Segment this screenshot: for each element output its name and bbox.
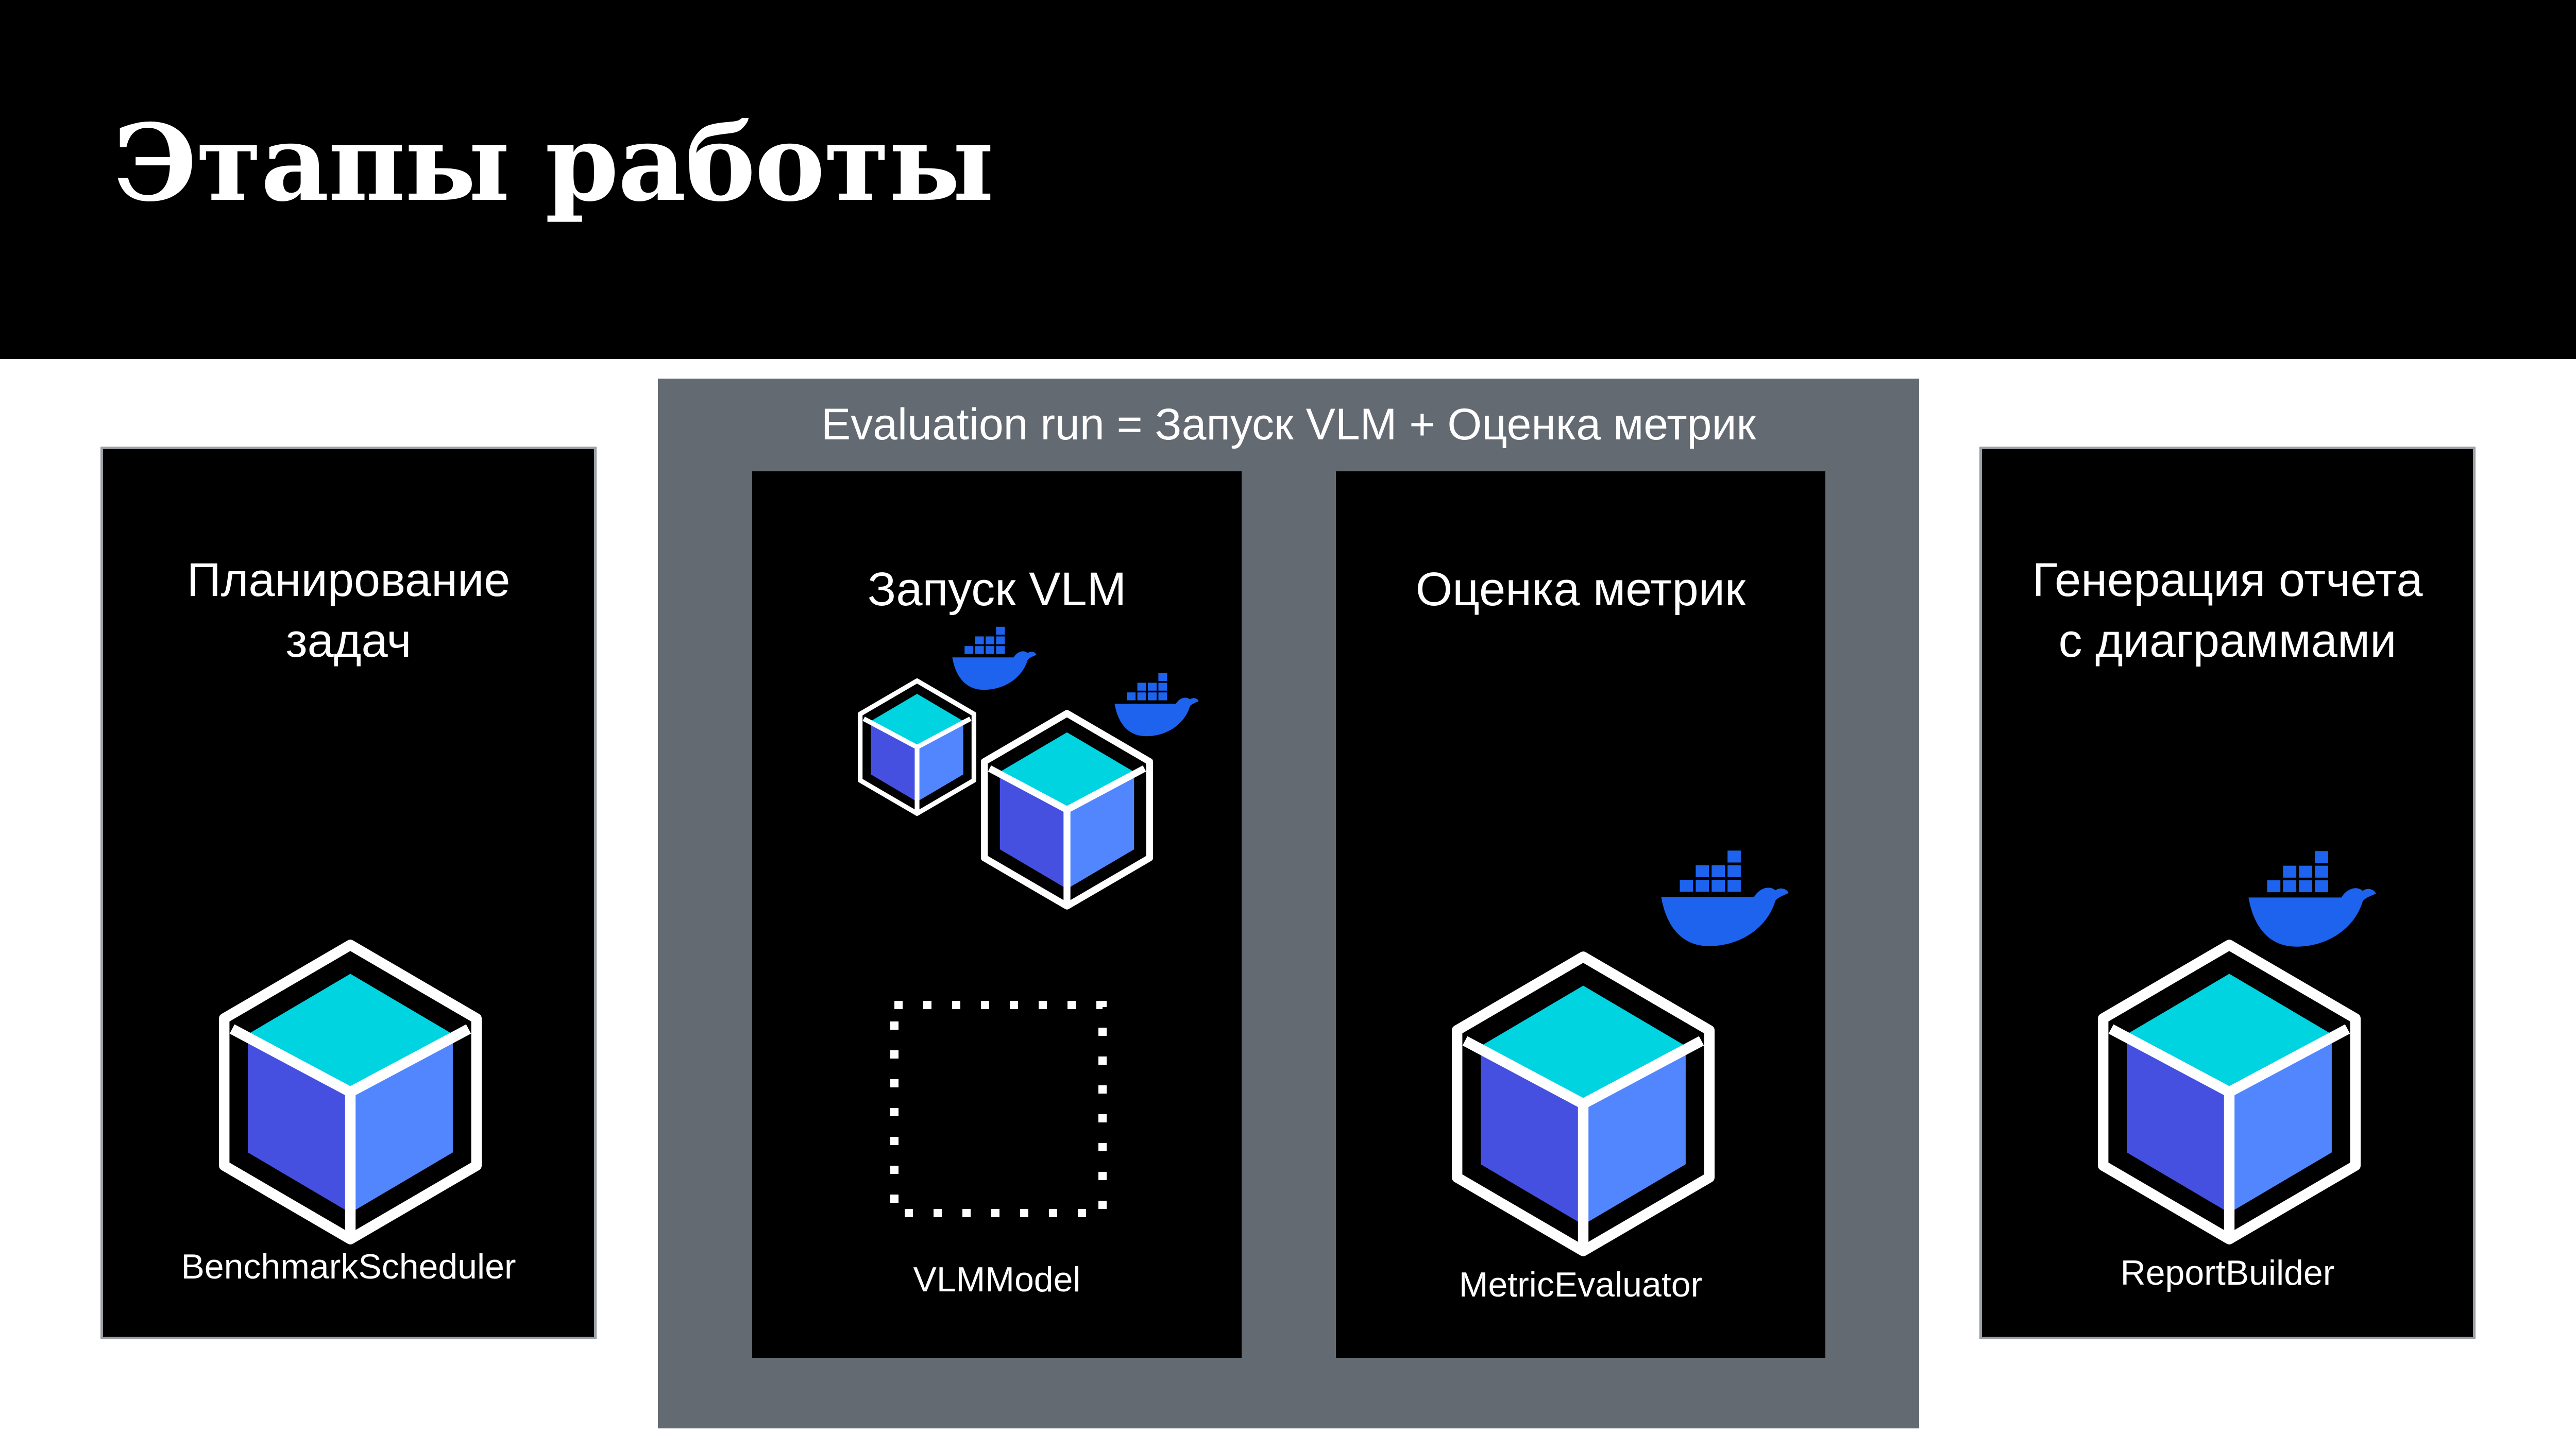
cube-icon: [858, 678, 976, 816]
cube-icon: [1452, 951, 1715, 1256]
docker-whale-icon: [2246, 846, 2379, 952]
panel-report: Генерация отчета с диаграммами ReportBui…: [1979, 447, 2476, 1339]
panel-scheduler: Планирование задач BenchmarkScheduler: [100, 447, 597, 1339]
component-label: MetricEvaluator: [1459, 1265, 1703, 1304]
component-label: BenchmarkScheduler: [181, 1247, 516, 1286]
panel-title: Планирование задач: [103, 550, 594, 671]
evaluation-run-group: Evaluation run = Запуск VLM + Оценка мет…: [658, 379, 1919, 1428]
panel-title: Генерация отчета с диаграммами: [1982, 550, 2473, 671]
group-title: Evaluation run = Запуск VLM + Оценка мет…: [821, 400, 1756, 449]
panel-vlm: Запуск VLM VLMModel: [752, 471, 1242, 1358]
cube-icon: [219, 940, 482, 1245]
component-label: VLMModel: [913, 1260, 1081, 1299]
panel-metric: Оценка метрик MetricEvaluator: [1336, 471, 1825, 1358]
page-title: Этапы работы: [113, 101, 994, 225]
panel-title: Оценка метрик: [1415, 563, 1746, 616]
cube-icon: [2098, 940, 2361, 1245]
header-bar: Этапы работы: [0, 0, 2576, 359]
panel-title-line: с диаграммами: [2058, 615, 2397, 667]
panel-title-line: задач: [285, 615, 412, 667]
dotted-square-placeholder: [890, 1001, 1107, 1217]
docker-whale-icon: [1658, 845, 1791, 951]
cube-icon: [981, 710, 1153, 910]
panel-title: Запуск VLM: [867, 563, 1127, 616]
component-label: ReportBuilder: [2120, 1253, 2335, 1292]
panel-title-line: Генерация отчета: [2032, 554, 2423, 606]
panel-title-line: Планирование: [187, 554, 511, 606]
